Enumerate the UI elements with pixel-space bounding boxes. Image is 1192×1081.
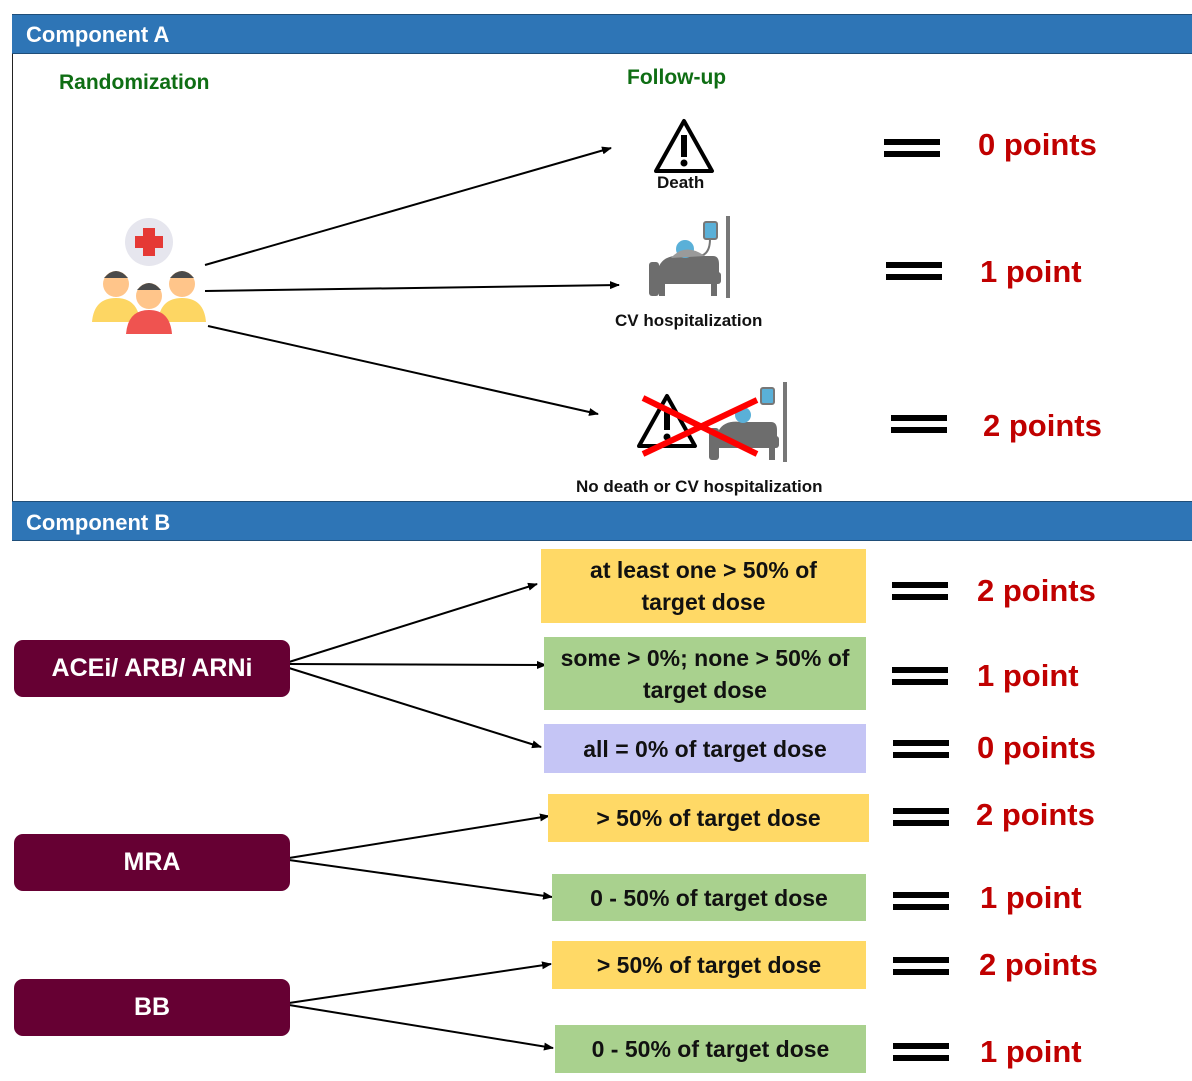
arrow-bb-high xyxy=(288,961,552,1004)
component-a-arrows xyxy=(204,146,620,416)
equals-sign xyxy=(893,808,949,826)
arrow-bb-low xyxy=(288,1004,554,1051)
arrow-to-death xyxy=(204,146,612,266)
dose-box-mra-low: 0 - 50% of target dose xyxy=(552,874,866,921)
points-mra-high: 2 points xyxy=(976,797,1095,832)
points-mra-low: 1 point xyxy=(980,880,1082,915)
crossed-out-warning-and-bed-icon xyxy=(637,382,787,462)
cv-hospitalization-caption: CV hospitalization xyxy=(615,311,763,330)
equals-sign xyxy=(893,892,949,910)
equals-sign xyxy=(893,957,949,975)
followup-label: Follow-up xyxy=(627,66,727,89)
arrow-to-no-event xyxy=(207,325,599,416)
component-b-header: Component B xyxy=(12,501,1192,541)
drug-box-mra: MRA xyxy=(14,834,290,891)
drug-box-acei-arb-arni: ACEi/ ARB/ ARNi xyxy=(14,640,290,697)
component-a-header: Component A xyxy=(12,14,1192,54)
patients-group-icon xyxy=(92,218,206,334)
points-acei-high: 2 points xyxy=(977,573,1096,608)
arrow-acei-zero xyxy=(288,667,542,749)
points-acei-zero: 0 points xyxy=(977,730,1096,765)
points-bb-high: 2 points xyxy=(979,947,1098,982)
death-caption: Death xyxy=(657,173,705,192)
arrow-acei-high xyxy=(288,582,538,663)
equals-sign xyxy=(884,139,940,157)
equals-sign xyxy=(893,740,949,758)
points-acei-mid: 1 point xyxy=(977,658,1079,693)
component-a-title: Component A xyxy=(26,22,170,47)
points-no-event: 2 points xyxy=(983,408,1102,443)
dose-box-acei-zero: all = 0% of target dose xyxy=(544,724,866,773)
component-b-title: Component B xyxy=(26,510,171,535)
arrow-to-cv-hospitalization xyxy=(204,281,620,292)
randomization-label: Randomization xyxy=(59,71,210,94)
no-event-caption: No death or CV hospitalization xyxy=(576,477,823,496)
drug-box-bb: BB xyxy=(14,979,290,1036)
dose-box-mra-high: > 50% of target dose xyxy=(548,794,869,842)
dose-box-acei-mid: some > 0%; none > 50% of target dose xyxy=(544,637,866,710)
arrow-acei-mid xyxy=(288,660,547,669)
warning-triangle-icon xyxy=(654,119,714,173)
arrow-mra-low xyxy=(288,859,553,900)
equals-sign xyxy=(886,262,942,280)
points-bb-low: 1 point xyxy=(980,1034,1082,1069)
equals-sign xyxy=(891,415,947,433)
equals-sign xyxy=(892,582,948,600)
arrow-mra-high xyxy=(288,813,550,859)
dose-box-bb-low: 0 - 50% of target dose xyxy=(555,1025,866,1073)
dose-box-acei-high: at least one > 50% of target dose xyxy=(541,549,866,623)
equals-sign xyxy=(892,667,948,685)
equals-sign xyxy=(893,1043,949,1061)
points-death: 0 points xyxy=(978,127,1097,162)
dose-box-bb-high: > 50% of target dose xyxy=(552,941,866,989)
points-cv-hospitalization: 1 point xyxy=(980,254,1082,289)
hospital-bed-icon xyxy=(649,216,730,298)
